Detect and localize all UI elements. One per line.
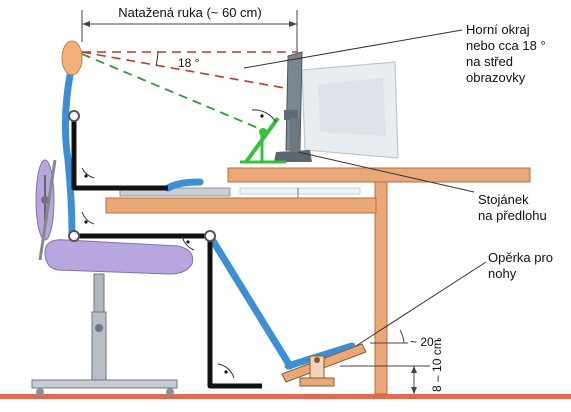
footrest-label: Opěrka pro nohy [488,250,553,281]
head [61,40,83,76]
screen-note: Horní okraj nebo cca 18 ° na střed obraz… [466,22,546,85]
doc-holder-line-2: na předlohu [478,208,547,223]
screen-note-line-4: obrazovky [466,70,526,85]
floor [0,394,571,399]
chair [31,159,194,396]
monitor [274,51,399,162]
reach-dimension: Natažená ruka (~ 60 cm) [81,5,298,52]
screen-note-line-1: Horní okraj [466,22,530,37]
footrest-line-1: Opěrka pro [488,250,553,265]
foot-angle-label: ~ 20 ° [410,335,442,349]
desk [105,167,531,395]
footrest [281,343,367,387]
leader-lines [243,29,487,347]
reach-label: Natažená ruka (~ 60 cm) [118,5,261,20]
footrest-dimensions: ~ 20 ° 8 – 10 cm [340,329,444,394]
screen-note-line-2: nebo cca 18 ° [466,38,546,53]
footrest-line-2: nohy [488,266,517,281]
foot-height-label: 8 – 10 cm [430,339,444,392]
screen-note-line-3: na střed [466,54,513,69]
sight-lines: 18 ° [81,51,298,129]
doc-holder-line-1: Stojánek [478,192,529,207]
document-holder [240,116,286,164]
sight-angle-label: 18 ° [178,56,200,70]
doc-holder-label: Stojánek na předlohu [478,192,547,223]
